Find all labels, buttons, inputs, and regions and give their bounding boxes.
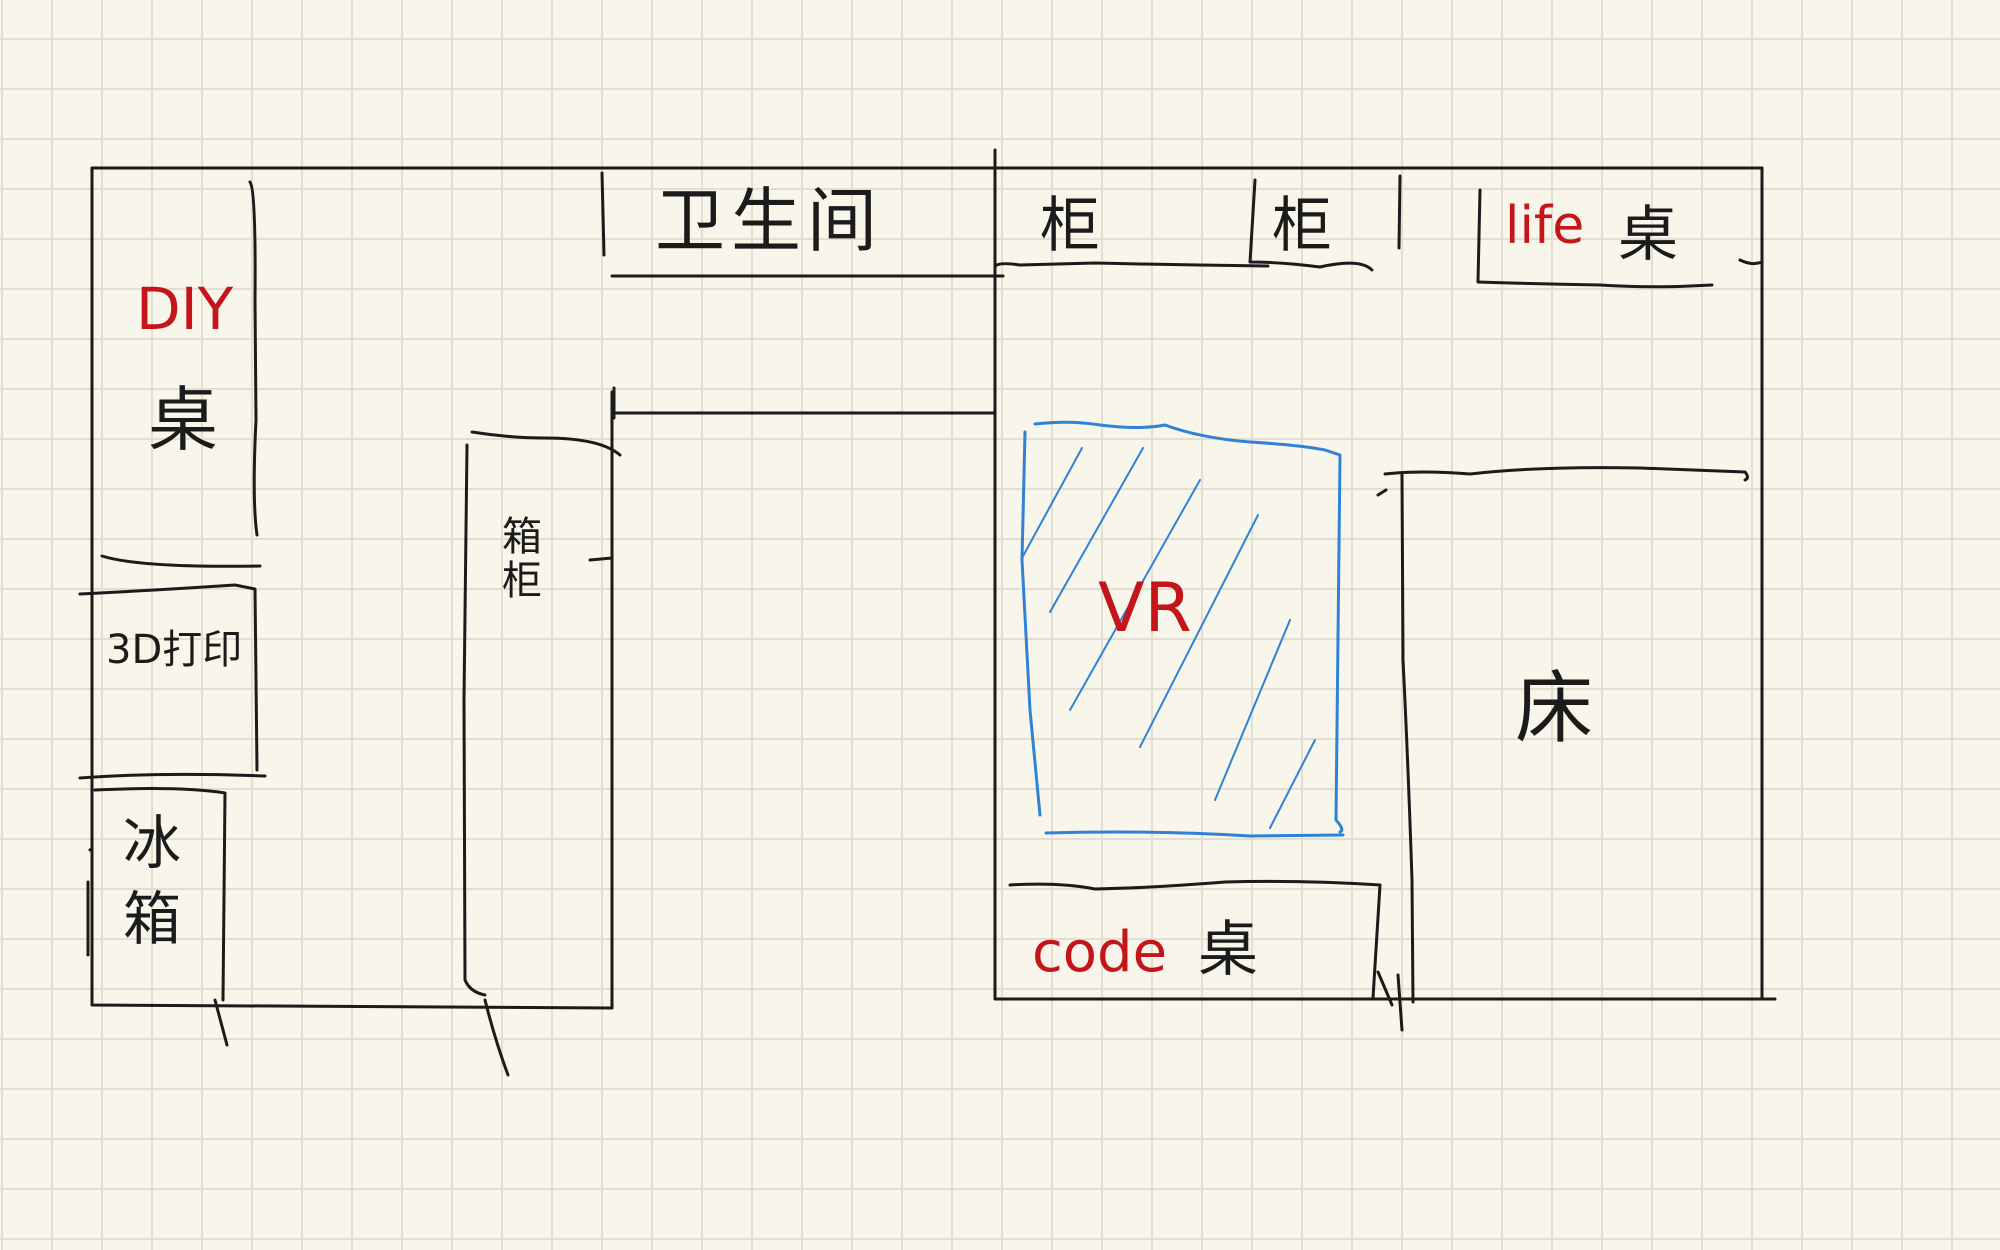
diy-desk-bottom-edge bbox=[100, 554, 262, 568]
printer-3d-label: 3D打印 bbox=[106, 627, 243, 673]
tall-cabinet-handle bbox=[588, 556, 614, 562]
life-desk-label-zh: 桌 bbox=[1618, 200, 1678, 270]
tall-cabinet bbox=[462, 430, 622, 997]
diy-desk-label-zh: 桌 bbox=[148, 379, 218, 461]
diy-desk-outline bbox=[248, 180, 259, 537]
cabinet-2-outline bbox=[1248, 174, 1402, 272]
vr-hatch-line bbox=[1021, 447, 1083, 559]
tall-cabinet-door-swing bbox=[483, 998, 510, 1077]
vr-hatch-line bbox=[1269, 739, 1316, 829]
bathroom-left-wall bbox=[600, 171, 606, 257]
bathroom-label: 卫生间 bbox=[655, 180, 883, 262]
bed-outline bbox=[1383, 466, 1749, 1004]
vr-hatch-line bbox=[1139, 514, 1259, 748]
cabinet-2-label: 柜 bbox=[1272, 191, 1332, 261]
vr-hatch-line bbox=[1069, 479, 1201, 711]
tall-cabinet-label: 箱柜 bbox=[495, 515, 541, 603]
fridge-label: 冰箱 bbox=[113, 812, 181, 964]
vr-hatch-line bbox=[1049, 447, 1144, 613]
vr-zone bbox=[1020, 420, 1345, 838]
code-desk-label-zh: 桌 bbox=[1198, 915, 1258, 985]
printer-box bbox=[78, 583, 267, 780]
bed-label: 床 bbox=[1515, 664, 1594, 754]
right-wall-mark bbox=[1738, 258, 1764, 266]
code-desk-label: code bbox=[1032, 920, 1168, 985]
life-desk-label: life bbox=[1505, 196, 1585, 256]
left-room-wall bbox=[90, 166, 614, 1010]
vr-zone-border bbox=[1020, 420, 1345, 838]
corridor-wall bbox=[612, 386, 997, 420]
bed-corner-mark bbox=[1376, 488, 1404, 1032]
code-desk-outline bbox=[1008, 879, 1382, 1000]
code-desk-chair bbox=[1376, 970, 1394, 1007]
diy-desk-label: DIY bbox=[136, 275, 234, 343]
fridge-door bbox=[213, 998, 229, 1047]
vr-zone-hatching bbox=[1021, 447, 1316, 829]
fridge-box bbox=[86, 787, 227, 1002]
right-room-wall bbox=[993, 148, 1777, 1001]
vr-zone-label: VR bbox=[1098, 569, 1192, 648]
cabinet-1-outline bbox=[993, 261, 1270, 268]
vr-hatch-line bbox=[1214, 619, 1291, 801]
life-desk-outline bbox=[1476, 188, 1714, 289]
cabinet-1-label: 柜 bbox=[1040, 191, 1100, 261]
